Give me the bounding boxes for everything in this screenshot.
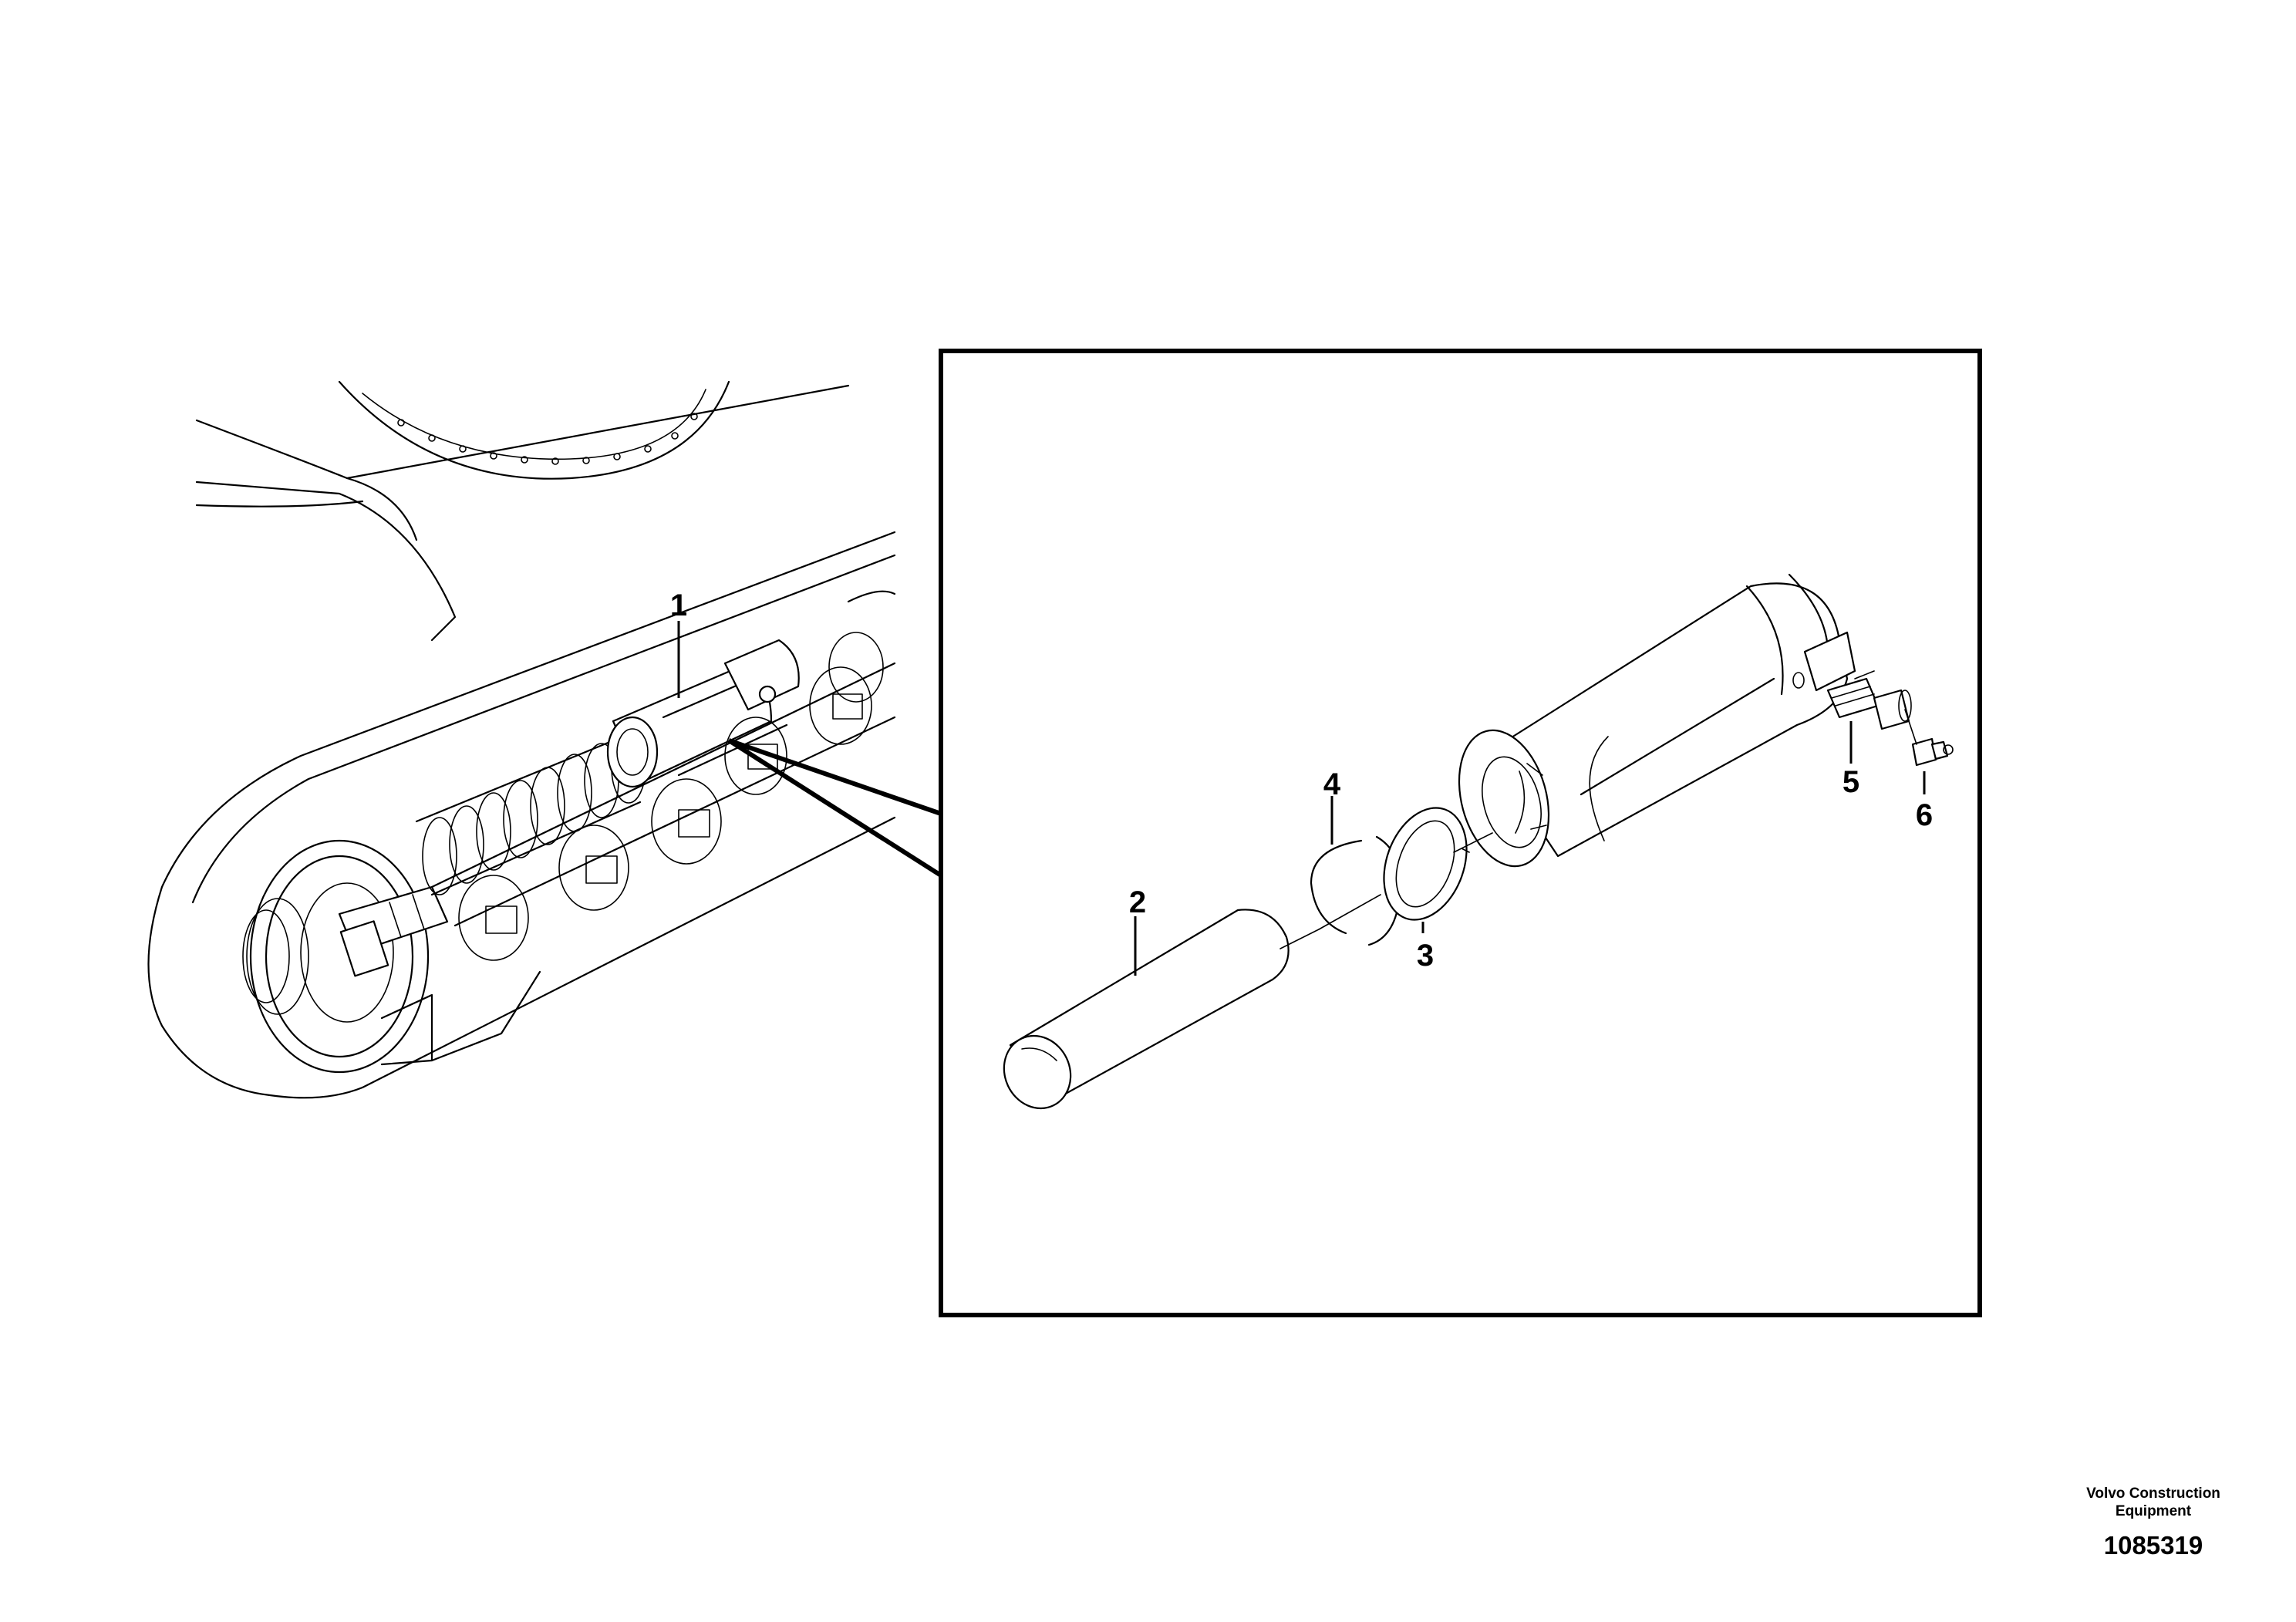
adjuster-cylinder [1458,573,1856,868]
callout-2: 2 [1129,885,1146,919]
document-number: 1085319 [2103,1531,2203,1560]
callout-1: 1 [670,588,687,622]
company-name: Volvo Construction Equipment [2086,1485,2220,1519]
detail-frame [939,349,1982,1317]
callout-4: 4 [1323,767,1341,801]
assembly-axis [1318,670,1917,930]
callout-5: 5 [1843,765,1859,799]
leader-lines [677,621,1926,976]
piston-rod [1003,909,1320,1110]
grease-valve [1826,677,1912,730]
callout-wedge [728,738,942,816]
undercarriage-overview [147,380,896,1099]
callout-6: 6 [1916,798,1933,832]
seal-ring [1383,807,1470,921]
grease-nipple [1911,737,1954,767]
callout-3: 3 [1417,939,1434,973]
footer-brand: Volvo Construction Equipment 1085319 [2065,1485,2242,1560]
